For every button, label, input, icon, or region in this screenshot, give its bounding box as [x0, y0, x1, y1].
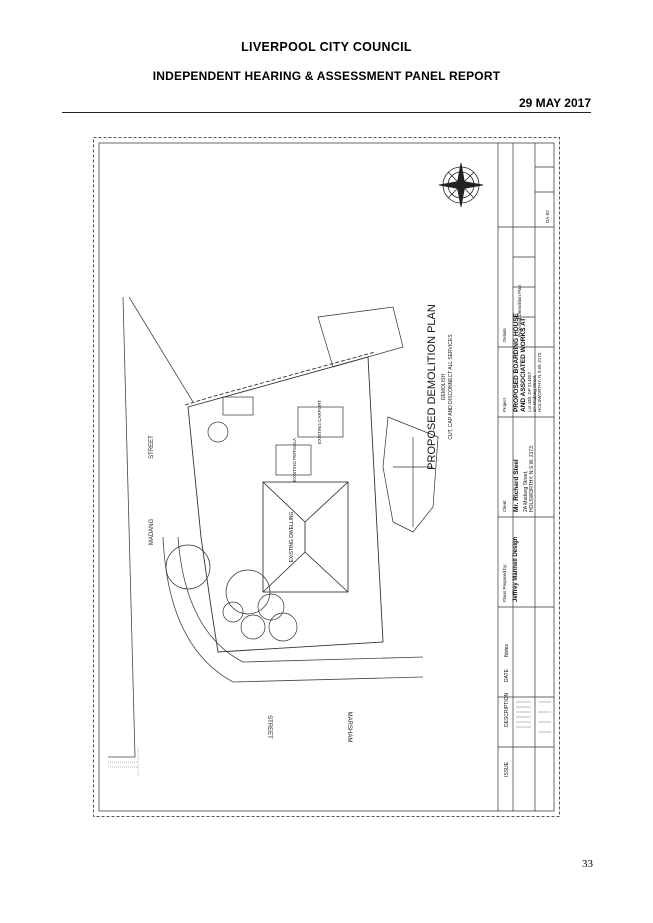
plan-note-1: DEMOLISH — [441, 374, 447, 401]
tb-prepared-head: Plans Prepared by: — [502, 564, 507, 602]
site-boundary — [184, 351, 384, 653]
plan-svg: ISSUE DESCRIPTION DATE Notes Plans Prepa… — [93, 137, 560, 817]
tb-project-5: HOLSWORTHY, N.S.W. 2173. — [537, 351, 542, 412]
report-title: INDEPENDENT HEARING & ASSESSMENT PANEL R… — [152, 69, 501, 83]
street-marsham-label: MARSHAM — [346, 712, 352, 743]
council-name: LIVERPOOL CITY COUNCIL — [241, 40, 412, 54]
street-madang-label-2: STREET — [149, 435, 155, 459]
tb-client-addr-1: 2A Madang Street, — [523, 471, 529, 512]
header-rule — [62, 112, 591, 113]
existing-dwelling-label: EXISTING DWELLING — [289, 511, 295, 562]
plan-note-2: CUT, CAP AND DISCONNECT ALL SERVICES — [448, 334, 454, 440]
tb-client-head: Client — [502, 500, 507, 512]
tb-project-2: AND ASSOCIATED WORKS AT — [520, 318, 527, 412]
sheet-border — [93, 137, 560, 817]
existing-pergola-label: EXISTING PERGOLA — [292, 438, 297, 482]
street-lines — [108, 296, 424, 758]
existing-carport — [297, 406, 344, 438]
demolition-plan-drawing: ISSUE DESCRIPTION DATE Notes Plans Prepa… — [93, 137, 560, 817]
street-marsham-label-2: STREET — [266, 715, 272, 739]
trees — [165, 421, 298, 642]
existing-carport-label: EXISTING CARPORT — [317, 400, 322, 444]
north-arrow-icon — [438, 162, 484, 208]
tb-date-head: DATE — [504, 668, 510, 682]
existing-pergola — [275, 444, 312, 476]
tb-issue-head: ISSUE — [504, 761, 510, 777]
tb-project-4: 2A Madang Street, — [532, 375, 537, 412]
tb-client-name: Mr. Richard Steel — [513, 459, 520, 512]
plan-title: PROPOSED DEMOLITION PLAN — [426, 304, 438, 470]
title-block — [497, 143, 554, 811]
tb-project-3: Lot 438, DP 214657 — [527, 372, 532, 412]
tb-prepared-name: Jeffrey Mannell Design — [513, 536, 519, 602]
tb-description-head: DESCRIPTION — [504, 692, 510, 727]
tb-notes-head: Notes — [504, 643, 510, 657]
report-date: 29 MAY 2017 — [518, 96, 591, 110]
tb-project-1: PROPOSED BOARDING HOUSE — [513, 312, 520, 412]
street-madang-label: MADANG — [149, 519, 155, 546]
page-number: 33 — [582, 858, 593, 870]
tb-sheet: DA-02 — [545, 210, 550, 223]
dimension-lines — [108, 747, 139, 777]
tb-details-head: Details — [502, 327, 507, 342]
existing-dwelling — [262, 481, 349, 593]
tb-project-head: Project — [502, 397, 507, 412]
tb-client-addr-2: HOLSWORTHY, N.S.W. 2173. — [529, 445, 535, 512]
neighbour-buildings — [222, 306, 439, 533]
revision-rows — [516, 701, 551, 733]
tb-details-title: Proposed Demolition Plan — [517, 284, 522, 337]
drawing-frame — [98, 142, 555, 812]
